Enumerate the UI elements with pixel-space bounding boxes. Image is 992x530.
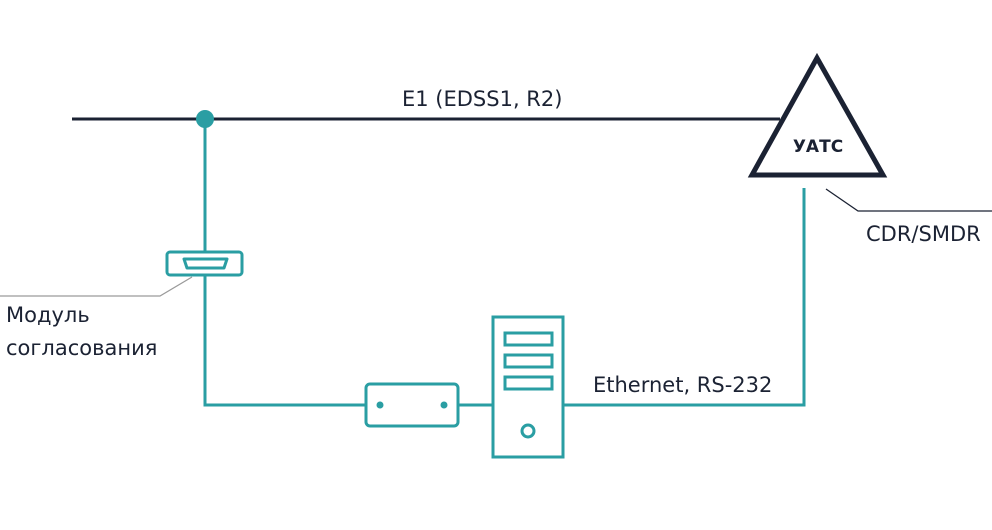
module-leader-line xyxy=(0,276,193,297)
module-label-line2: согласования xyxy=(6,336,158,360)
ethernet-label: Ethernet, RS-232 xyxy=(593,373,773,397)
e1-line-label: E1 (EDSS1, R2) xyxy=(402,87,563,111)
teal-link-adapter-device xyxy=(203,275,366,407)
cdr-smdr-label: CDR/SMDR xyxy=(866,222,981,246)
network-device-icon xyxy=(364,382,460,428)
triangle-pbx-icon: УАТС xyxy=(747,52,888,178)
teal-link-server-pbx xyxy=(563,188,806,407)
cdr-leader-line xyxy=(825,188,992,212)
module-label-line1: Модуль xyxy=(6,303,90,327)
server-tower-icon xyxy=(491,315,565,459)
pbx-label: УАТС xyxy=(793,137,843,157)
junction-node xyxy=(196,110,214,128)
connector-module-icon xyxy=(165,250,244,277)
